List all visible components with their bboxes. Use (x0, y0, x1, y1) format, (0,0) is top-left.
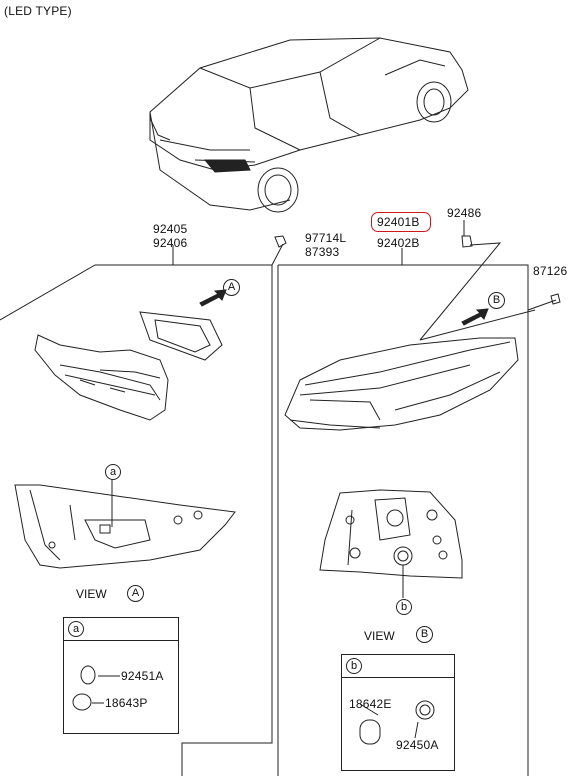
part-number-92405: 92405 (153, 222, 188, 236)
part-number-92402b: 92402B (377, 236, 420, 250)
view-a-marker: A (127, 585, 144, 602)
part-number-92450a: 92450A (396, 738, 439, 752)
part-number-92401b[interactable]: 92401B (377, 215, 420, 229)
part-number-87126: 87126 (533, 264, 568, 278)
arrow-marker-a: A (223, 279, 240, 296)
arrow-marker-b: B (488, 292, 505, 309)
part-number-92451a: 92451A (121, 669, 164, 683)
inner-lamp-left (34, 334, 169, 421)
highlight-selected-part (371, 212, 431, 232)
view-a-illustration (14, 480, 236, 569)
callout-a: a (105, 464, 121, 480)
outer-lamp-right (284, 337, 519, 431)
legend-b-header (341, 654, 455, 678)
part-number-92406: 92406 (153, 236, 188, 250)
part-number-87393: 87393 (305, 245, 340, 259)
view-b-illustration (319, 489, 463, 598)
view-b-label: VIEW (364, 629, 395, 643)
legend-b-marker: b (346, 658, 362, 674)
view-b-text: VIEW (364, 629, 395, 643)
view-a-text: VIEW (76, 587, 107, 601)
legend-a-marker: a (68, 621, 84, 637)
part-number-92486: 92486 (447, 206, 482, 220)
view-a-label: VIEW (76, 587, 107, 601)
callout-b: b (396, 599, 412, 615)
type-label: (LED TYPE) (4, 4, 72, 18)
legend-a-header (63, 617, 179, 641)
view-b-marker: B (416, 626, 433, 643)
car-illustration (149, 37, 469, 213)
part-number-97714l: 97714L (305, 231, 347, 245)
part-number-18642e: 18642E (349, 697, 392, 711)
part-number-18643p: 18643P (105, 696, 148, 710)
